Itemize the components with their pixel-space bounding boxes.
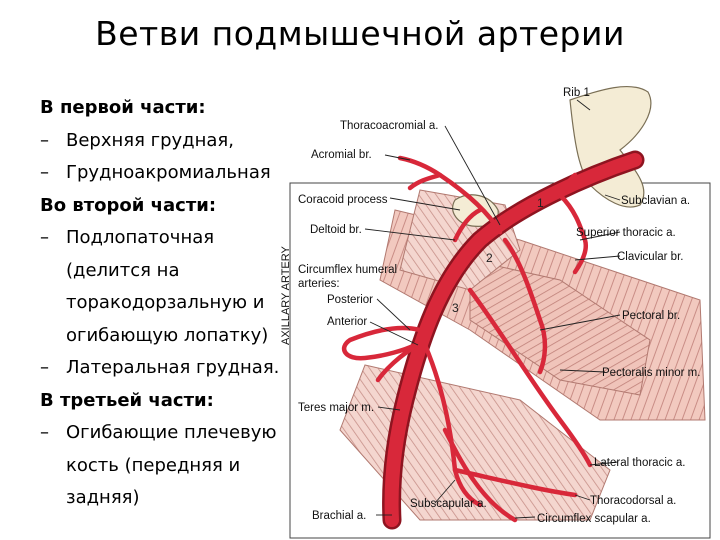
label-axillary-artery: AXILLARY ARTERY — [280, 245, 292, 345]
label-brachial: Brachial a. — [312, 510, 366, 522]
label-rib-1: Rib 1 — [563, 87, 590, 99]
label-thoracoacromial: Thoracoacromial a. — [340, 120, 438, 132]
label-coracoid-process: Coracoid process — [298, 194, 388, 206]
label-circumflex-arteries: arteries: — [298, 278, 340, 290]
label-superior-thoracic: Superior thoracic a. — [576, 227, 676, 239]
label-lateral-thoracic: Lateral thoracic a. — [594, 457, 685, 469]
part-number-3: 3 — [452, 301, 459, 315]
label-teres-major: Teres major m. — [298, 402, 374, 414]
acromial-branch — [410, 175, 440, 188]
part-number-1: 1 — [537, 196, 544, 210]
label-pectoral-branch: Pectoral br. — [622, 310, 680, 322]
label-thoracodorsal: Thoracodorsal a. — [590, 495, 676, 507]
label-posterior: Posterior — [327, 294, 373, 306]
label-subscapular: Subscapular a. — [410, 498, 487, 510]
label-clavicular-branch: Clavicular br. — [617, 251, 683, 263]
label-anterior: Anterior — [327, 316, 367, 328]
part-number-2: 2 — [486, 251, 493, 265]
label-deltoid-branch: Deltoid br. — [310, 224, 362, 236]
label-subclavian: Subclavian a. — [621, 195, 690, 207]
label-circumflex-scapular: Circumflex scapular a. — [537, 513, 651, 525]
label-acromial-branch: Acromial br. — [311, 149, 372, 161]
label-circumflex-humeral: Circumflex humeral — [298, 264, 397, 276]
label-pectoralis-minor: Pectoralis minor m. — [602, 367, 700, 379]
